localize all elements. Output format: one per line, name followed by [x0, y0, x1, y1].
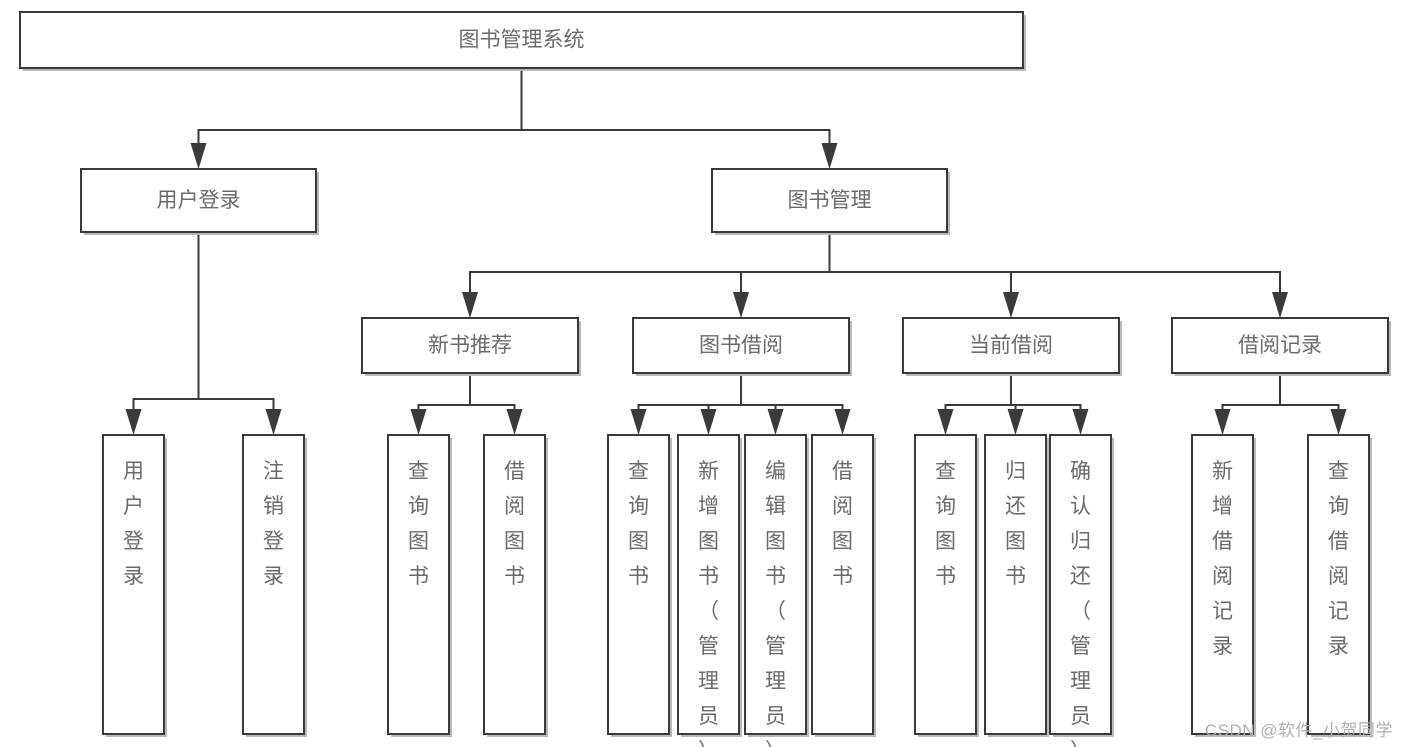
arrow-head-icon: [265, 409, 282, 435]
node-leaf-add-book-admin[interactable]: 新增图书（管理员）: [676, 433, 742, 747]
connector-book-management-to-current-borrow: [828, 232, 1019, 318]
node-label: 确认归还（管理员）: [1070, 460, 1091, 747]
node-rect[interactable]: [18, 10, 1025, 70]
node-rect[interactable]: [241, 433, 306, 736]
node-rect[interactable]: [1170, 316, 1390, 375]
node-leaf-borrow-book-recommend[interactable]: 借阅图书: [482, 433, 548, 737]
node-rect[interactable]: [676, 433, 741, 736]
node-rect[interactable]: [983, 433, 1048, 736]
node-label: 查询图书: [628, 460, 649, 588]
node-user-login[interactable]: 用户登录: [79, 167, 319, 235]
node-label: 借阅图书: [504, 460, 525, 588]
arrow-head-icon: [506, 409, 523, 435]
arrow-head-icon: [125, 409, 142, 435]
node-rect[interactable]: [631, 316, 851, 375]
node-label: 查询借阅记录: [1328, 460, 1349, 658]
node-rect[interactable]: [901, 316, 1121, 375]
connector-layer: [125, 68, 1347, 435]
node-leaf-user-login[interactable]: 用户登录: [101, 433, 167, 737]
node-leaf-borrow-book[interactable]: 借阅图书: [810, 433, 876, 737]
arrow-head-icon: [1007, 409, 1024, 435]
node-label: 图书管理系统: [459, 29, 585, 52]
node-rect[interactable]: [1190, 433, 1255, 736]
arrow-head-icon: [1072, 409, 1089, 435]
node-label: 图书借阅: [699, 334, 783, 357]
connector-borrow-record-to-leaf-query-borrow-record: [1278, 373, 1347, 435]
node-rect[interactable]: [360, 316, 580, 375]
node-label: 编辑图书（管理员）: [765, 460, 786, 747]
connector-book-borrow-to-leaf-borrow-book: [739, 373, 851, 435]
connector-book-management-to-new-book-recommend: [462, 232, 831, 318]
node-rect[interactable]: [79, 167, 318, 234]
node-label: 查询图书: [935, 460, 956, 588]
connector-root-to-book-management: [520, 68, 838, 169]
node-leaf-confirm-return-admin[interactable]: 确认归还（管理员）: [1048, 433, 1114, 747]
node-label: 当前借阅: [969, 334, 1053, 357]
node-label: 用户登录: [123, 460, 144, 588]
node-label: 图书管理: [788, 189, 872, 212]
node-leaf-query-book-recommend[interactable]: 查询图书: [386, 433, 452, 737]
node-label: 新书推荐: [428, 334, 512, 357]
node-leaf-query-book-current[interactable]: 查询图书: [913, 433, 979, 737]
arrow-head-icon: [462, 292, 478, 318]
node-current-borrow[interactable]: 当前借阅: [901, 316, 1122, 376]
node-leaf-query-borrow-record[interactable]: 查询借阅记录: [1306, 433, 1372, 737]
node-rect[interactable]: [101, 433, 166, 736]
connector-user-login-to-leaf-logout: [197, 232, 282, 435]
node-label: 新增图书（管理员）: [698, 460, 719, 747]
arrow-head-icon: [821, 143, 838, 169]
arrow-head-icon: [767, 409, 784, 435]
connector-borrow-record-to-leaf-add-borrow-record: [1214, 373, 1282, 435]
node-rect[interactable]: [1306, 433, 1371, 736]
node-rect[interactable]: [386, 433, 451, 736]
connector-root-to-user-login: [190, 68, 523, 169]
node-rect[interactable]: [810, 433, 875, 736]
node-new-book-recommend[interactable]: 新书推荐: [360, 316, 581, 376]
csdn-watermark: CSDN @软件_小贺同学: [1204, 721, 1393, 740]
node-rect[interactable]: [606, 433, 671, 736]
connector-new-book-recommend-to-leaf-query-book-recommend: [410, 373, 472, 435]
connector-current-borrow-to-leaf-query-book-current: [937, 373, 1013, 435]
connector-current-borrow-to-leaf-confirm-return-admin: [1009, 373, 1089, 435]
node-label: 归还图书: [1005, 460, 1026, 588]
node-rect[interactable]: [482, 433, 547, 736]
arrow-head-icon: [190, 143, 207, 169]
node-rect[interactable]: [913, 433, 978, 736]
node-leaf-logout[interactable]: 注销登录: [241, 433, 307, 737]
node-leaf-query-book-borrow[interactable]: 查询图书: [606, 433, 672, 737]
node-book-management[interactable]: 图书管理: [710, 167, 950, 235]
arrow-head-icon: [1272, 292, 1288, 318]
arrow-head-icon: [700, 409, 717, 435]
node-label: 用户登录: [157, 189, 241, 212]
node-label: 新增借阅记录: [1212, 460, 1233, 658]
arrow-head-icon: [1330, 409, 1347, 435]
node-leaf-return-book[interactable]: 归还图书: [983, 433, 1049, 737]
node-leaf-edit-book-admin[interactable]: 编辑图书（管理员）: [743, 433, 809, 747]
node-rect[interactable]: [743, 433, 808, 736]
connector-book-management-to-borrow-record: [828, 232, 1288, 318]
arrow-head-icon: [834, 409, 851, 435]
node-book-borrow[interactable]: 图书借阅: [631, 316, 852, 376]
arrow-head-icon: [1214, 409, 1231, 435]
node-leaf-add-borrow-record[interactable]: 新增借阅记录: [1190, 433, 1256, 737]
node-label: 注销登录: [263, 460, 284, 588]
node-label: 查询图书: [408, 460, 429, 588]
arrow-head-icon: [630, 409, 647, 435]
arrow-head-icon: [733, 292, 749, 318]
connector-user-login-to-leaf-user-login: [125, 232, 200, 435]
arrow-head-icon: [937, 409, 954, 435]
node-root[interactable]: 图书管理系统: [18, 10, 1026, 71]
node-label: 借阅图书: [832, 460, 853, 588]
arrow-head-icon: [410, 409, 427, 435]
node-label: 借阅记录: [1238, 334, 1322, 357]
node-rect[interactable]: [710, 167, 949, 234]
node-borrow-record[interactable]: 借阅记录: [1170, 316, 1391, 376]
connector-book-management-to-book-borrow: [733, 232, 831, 318]
node-layer: 图书管理系统用户登录图书管理新书推荐图书借阅当前借阅借阅记录用户登录注销登录查询…: [18, 10, 1391, 747]
arrow-head-icon: [1003, 292, 1019, 318]
node-rect[interactable]: [1048, 433, 1113, 736]
connector-new-book-recommend-to-leaf-borrow-book-recommend: [468, 373, 523, 435]
